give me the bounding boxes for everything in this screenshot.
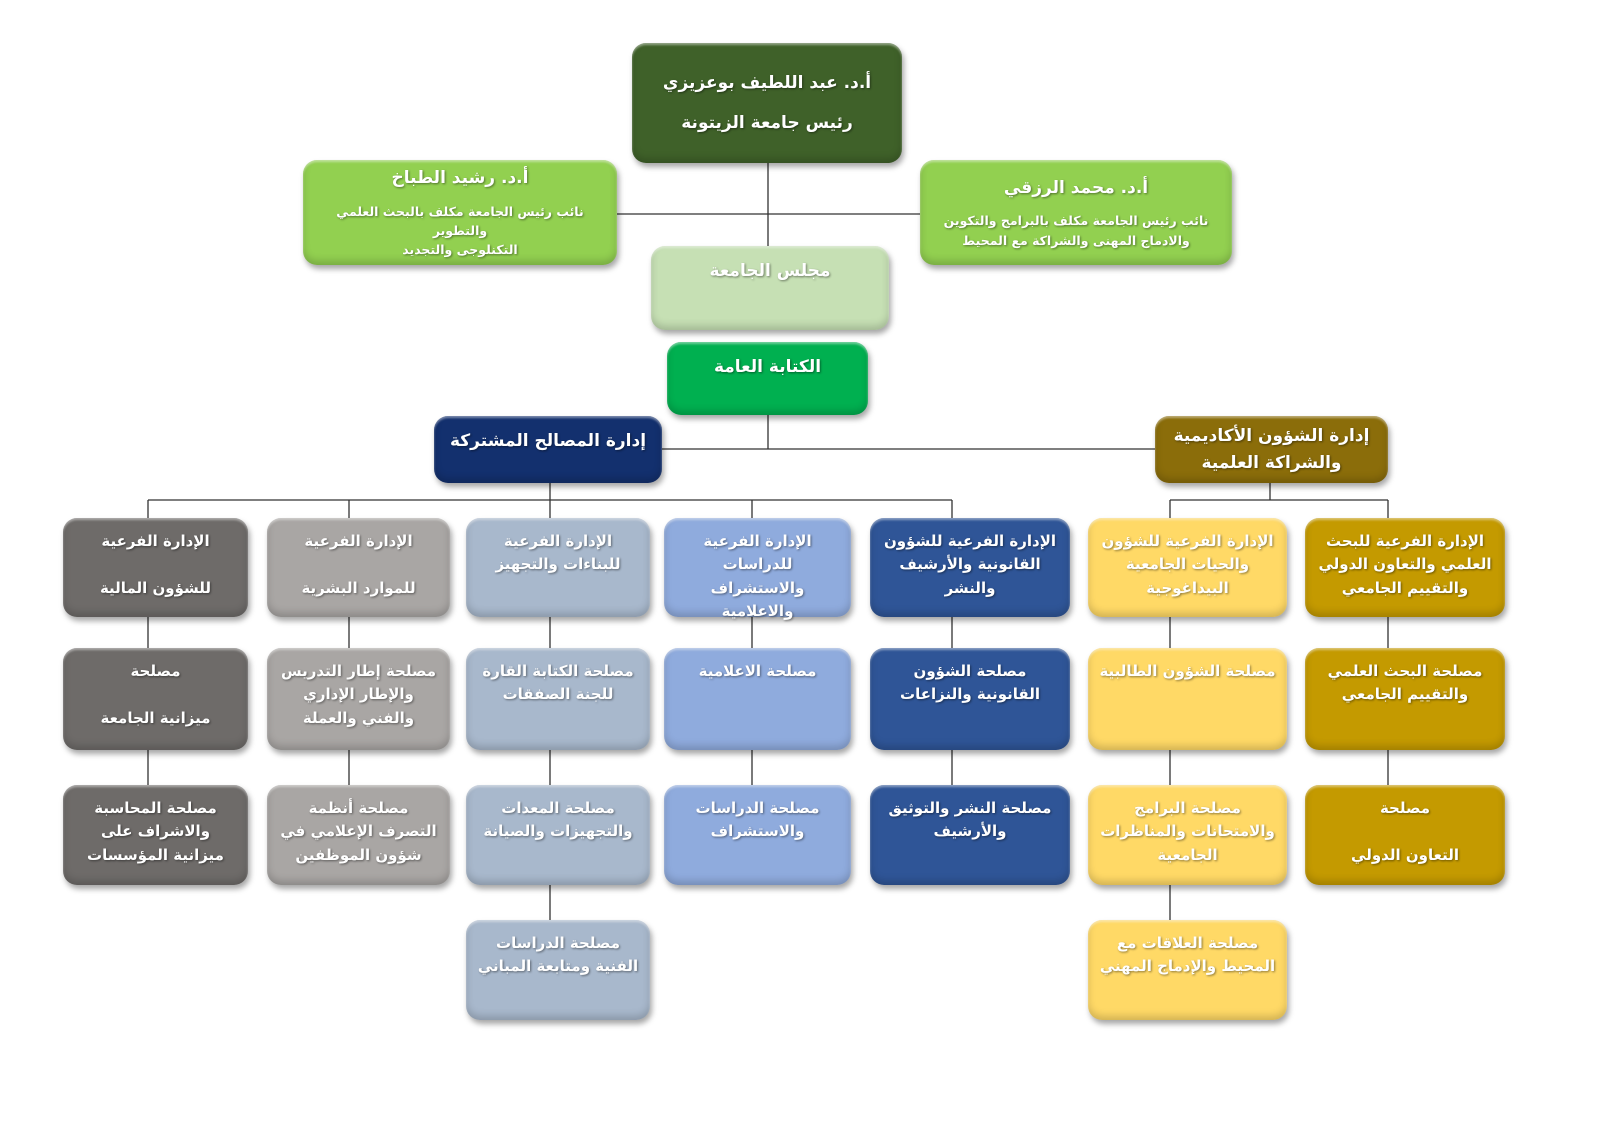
org-node-c6r1: الإدارة الفرعية للشؤون والحيات الجامعية … [1088,518,1287,617]
org-node-c2r2: مصلحة إطار التدريس والإطار الإداري والفن… [267,648,450,750]
node-title: مصلحة المحاسبة والاشراف على ميزانية المؤ… [87,799,224,864]
node-title: مصلحة الدراسات والاستشراف [695,799,820,841]
org-node-c1r2: مصلحة ميزانية الجامعة [63,648,248,750]
node-title: الكتابة العامة [713,357,822,377]
org-node-shared: إدارة المصالح المشتركة [434,416,662,483]
node-title: أ.د. عبد اللطيف بوعزيزي [662,72,872,93]
node-title: الإدارة الفرعية للشؤون القانونية والأرشي… [884,532,1057,597]
node-title: الإدارة الفرعية للموارد البشرية [301,532,416,597]
org-node-president: أ.د. عبد اللطيف بوعزيزي رئيس جامعة الزيتو… [632,43,902,163]
node-title: مصلحة النشر والتوثيق والأرشيف [888,799,1052,841]
node-title: إدارة المصالح المشتركة [449,431,647,451]
node-title: مصلحة التعاون الدولي [1351,799,1459,864]
node-title: مصلحة البرامج والامتحانات والمناظرات الج… [1100,799,1275,864]
org-node-vp-left: أ.د. رشيد الطباخ نائب رئيس الجامعة مكلف ب… [303,160,617,265]
org-node-c6r2: مصلحة الشؤون الطالبية [1088,648,1287,750]
org-node-c6r3: مصلحة البرامج والامتحانات والمناظرات الج… [1088,785,1287,885]
org-node-c7r2: مصلحة البحث العلمي والتقييم الجامعي [1305,648,1505,750]
node-title: مصلحة المعدات والتجهيزات والصيانة [483,799,633,841]
org-node-c5r2: مصلحة الشؤون القانونية والنزاعات [870,648,1070,750]
node-title: مصلحة الكتابة القارة للجنة الصفقات [482,662,634,704]
org-node-c4r1: الإدارة الفرعية للدراسات والاستشراف والا… [664,518,851,620]
node-title: الإدارة الفرعية للشؤون والحيات الجامعية … [1101,532,1274,597]
node-title: مصلحة الاعلامية [698,662,817,680]
node-subtitle: رئيس جامعة الزيتونة [681,113,853,133]
org-node-c6r4: مصلحة العلاقات مع المحيط والإدماج المهني [1088,920,1287,1020]
org-node-c7r3: مصلحة التعاون الدولي [1305,785,1505,885]
node-title: أ.د. رشيد الطباخ [391,168,529,189]
org-node-c3r3: مصلحة المعدات والتجهيزات والصيانة [466,785,650,885]
org-node-c4r2: مصلحة الاعلامية [664,648,851,750]
node-title: الإدارة الفرعية للدراسات والاستشراف والا… [703,532,812,620]
org-node-c5r3: مصلحة النشر والتوثيق والأرشيف [870,785,1070,885]
org-node-c1r1: الإدارة الفرعية للشؤون المالية [63,518,248,617]
org-node-c2r3: مصلحة أنظمة التصرف الإعلامي في شؤون المو… [267,785,450,885]
node-title: مجلس الجامعة [709,261,831,281]
org-node-c5r1: الإدارة الفرعية للشؤون القانونية والأرشي… [870,518,1070,617]
node-subtitle: نائب رئيس الجامعة مكلف بالبحث العلمي وال… [336,203,584,258]
org-node-c3r2: مصلحة الكتابة القارة للجنة الصفقات [466,648,650,750]
org-node-secretariat: الكتابة العامة [667,342,868,415]
org-node-c3r1: الإدارة الفرعية للبناءات والتجهيز [466,518,650,617]
org-node-c7r1: الإدارة الفرعية للبحث العلمي والتعاون ال… [1305,518,1505,617]
org-node-c3r4: مصلحة الدراسات الفنية ومتابعة المباني [466,920,650,1020]
node-title: مصلحة الدراسات الفنية ومتابعة المباني [477,934,639,976]
node-title: مصلحة إطار التدريس والإطار الإداري والفن… [280,662,437,727]
node-title: الإدارة الفرعية للبحث العلمي والتعاون ال… [1318,532,1492,597]
node-title: أ.د. محمد الرزقي [1003,177,1149,198]
node-title: مصلحة الشؤون القانونية والنزاعات [900,662,1040,704]
node-title: مصلحة ميزانية الجامعة [100,662,211,727]
node-title: مصلحة أنظمة التصرف الإعلامي في شؤون المو… [280,799,437,864]
node-subtitle: نائب رئيس الجامعة مكلف بالبرامج والتكوين… [943,213,1209,248]
org-node-council: مجلس الجامعة [651,246,889,330]
node-title: مصلحة الشؤون الطالبية [1099,662,1276,680]
node-title: مصلحة البحث العلمي والتقييم الجامعي [1327,662,1483,704]
node-title: الإدارة الفرعية للبناءات والتجهيز [495,532,621,574]
org-node-c4r3: مصلحة الدراسات والاستشراف [664,785,851,885]
org-node-c1r3: مصلحة المحاسبة والاشراف على ميزانية المؤ… [63,785,248,885]
org-node-academic: إدارة الشؤون الأكاديمية والشراكة العلمية [1155,416,1388,483]
node-title: إدارة الشؤون الأكاديمية والشراكة العلمية [1173,426,1370,473]
org-node-c2r1: الإدارة الفرعية للموارد البشرية [267,518,450,617]
node-title: مصلحة العلاقات مع المحيط والإدماج المهني [1099,934,1276,976]
org-node-vp-right: أ.د. محمد الرزقي نائب رئيس الجامعة مكلف ب… [920,160,1232,265]
node-title: الإدارة الفرعية للشؤون المالية [99,532,212,597]
